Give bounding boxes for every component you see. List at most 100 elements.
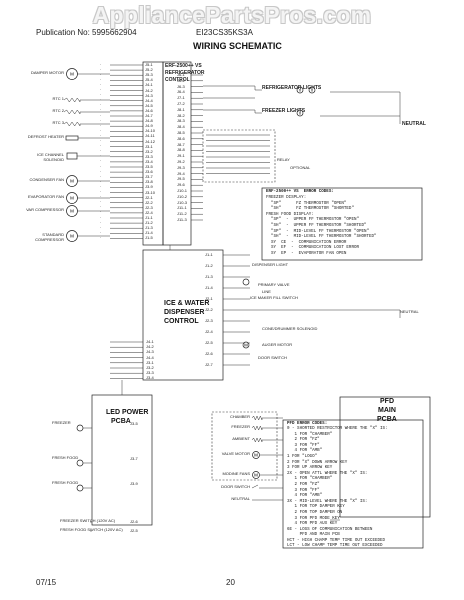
rc-right-pin: J8-4 [177, 124, 185, 130]
neutral-label: NEUTRAL [231, 496, 250, 501]
rc-right-pin: J9-6 [177, 182, 185, 188]
rc-board-control: CONTROL [165, 77, 190, 83]
rc-right-pin: J8-2 [177, 112, 185, 118]
rc-pin: J3-2 [145, 148, 153, 154]
pfd-board-line3: PCBA [377, 416, 397, 423]
led-board-line1: LED POWER [106, 409, 149, 416]
rc-pin: J1-4 [145, 230, 153, 236]
rc-pin: J5-3 [145, 72, 153, 78]
neutral-label: NEUTRAL [402, 121, 426, 127]
wire-tag: · [100, 138, 102, 143]
wire-tag: · [100, 61, 102, 67]
damper-motor-symbol [66, 68, 78, 80]
rc-right-pin: J9-1 [177, 153, 185, 159]
wire-tag: · [100, 189, 102, 194]
rc-pin: J3-10 [145, 189, 156, 195]
wire-tag: · [100, 219, 102, 225]
primary-valve-icon [242, 278, 250, 286]
error-code-line: "SH" - MID-LEVEL FF THERMOSTOR "SHORTED" [266, 235, 377, 240]
standard-compressor-symbol-symbol: M [70, 234, 74, 239]
iw-right-pin: J2-3 [205, 318, 213, 323]
error-code-line: FREEZER DISPLAY: [266, 196, 307, 200]
error-code-line: "SP" - MID-LEVEL FF THERMOSTOR "OPEN" [266, 229, 370, 234]
iw-right-pin: J1-2 [205, 263, 213, 268]
valve-motor-symbol [252, 451, 260, 459]
error-code-box [261, 187, 423, 261]
rc-pin: J4-12 [145, 138, 156, 144]
door-switch-label: DOOR SWITCH [221, 484, 250, 489]
led-input-label: FRESH FOOD SWITCH (120V AC) [60, 527, 123, 532]
pfd-error-line: 6E - LOSS OF COMMUNICATION BETWEEN [287, 527, 373, 532]
door-switch-label: DOOR SWITCH [258, 355, 287, 360]
error-code-line: "SH" - UPPER FF THERMOSTOR "SHORTED" [266, 223, 367, 228]
rc-pin: J4-9 [145, 123, 153, 129]
ambient-symbol [251, 437, 263, 443]
iw-left-pin: J3-1 [146, 359, 154, 365]
pfd-error-line: PFD AND MAIN PCB [287, 533, 340, 538]
light-bulb-icon [308, 86, 316, 94]
wire-tag: · [100, 194, 102, 200]
auger-motor-label: AUGER MOTOR [262, 342, 293, 347]
rc-pin: J2-3 [145, 204, 153, 210]
dispenser-light-label: DISPENSER LIGHT [252, 262, 289, 267]
iw-left-pin: J3-2 [146, 365, 154, 370]
rc-right-pin: J10-2 [177, 193, 188, 199]
pfd-error-box [282, 419, 424, 549]
error-codes-list: FREEZER DISPLAY: "SP" FZ THERMOSTOR "OPE… [266, 196, 377, 258]
wire-tag: · [100, 66, 102, 72]
wire-tag: · [100, 204, 102, 210]
led-input-label: FREEZER [52, 420, 71, 425]
chamber-label: CHAMBER [229, 414, 250, 419]
iw-right-pin: J1-4 [205, 285, 213, 290]
rc-pin: J3-5 [145, 164, 153, 169]
rc-pin: J5-2 [145, 67, 153, 73]
damper-motor-symbol-symbol: M [70, 72, 74, 77]
led-connector-icon [76, 484, 84, 492]
wire-tag: · [100, 81, 102, 87]
auger-motor-icon-symbol: M [244, 343, 248, 348]
wire-tag: · [100, 158, 102, 164]
iw-left-pin: J4-4 [146, 354, 154, 360]
rc-board-model: ERF-2500++ VS [165, 63, 202, 69]
rtc-2-label: RTC 2 [52, 108, 64, 113]
damper-motor-label: DAMPER MOTOR [30, 70, 64, 75]
rc-pin: J4-6 [145, 107, 153, 113]
light-bulb-icon [296, 109, 304, 117]
rc-right-pin: J8-3 [177, 118, 185, 124]
pfd-error-line: 2X - OPEN ATTL WHERE THE "X" IS: [287, 471, 368, 476]
wire-tag: · [100, 148, 102, 154]
light-bulb-icon-symbol: x [299, 111, 302, 116]
iw-board-line1: ICE & WATER [164, 300, 210, 307]
rc-pin: J4-1 [145, 82, 153, 88]
footer-page: 20 [226, 578, 235, 587]
pfd-error-line: 2 FOR "FZ" [287, 438, 320, 443]
pfd-error-line: 3 FOR UP ARROW KEY [287, 466, 333, 471]
freezer-label: FREEZER [231, 424, 250, 429]
rc-right-pin: J11-1 [177, 205, 187, 211]
wire-tag: · [100, 127, 102, 133]
rc-pin: J2-1 [145, 194, 153, 200]
rc-pin: J1-5 [145, 235, 153, 241]
rc-pin: J5-4 [145, 77, 153, 83]
error-code-line: SY EF - COMMUNICATION LOST ERROR [266, 246, 359, 251]
iw-board-line2: DISPENSER [164, 309, 205, 316]
page-title: WIRING SCHEMATIC [193, 41, 282, 51]
wire-tag: · [100, 163, 102, 169]
iw-left-pin: J4-3 [146, 349, 154, 355]
rc-right-pin: J8-1 [177, 106, 185, 112]
error-code-line: "SH" FZ THERMOSTOR "SHORTED" [266, 207, 354, 212]
pfd-error-heading: PFD ERROR CODES: [287, 422, 328, 426]
rc-right-pin: J9-3 [177, 164, 185, 170]
led-connector-icon [76, 459, 84, 467]
wire-tag: · [100, 224, 102, 230]
rc-right-pin: J11-3 [177, 217, 187, 222]
evaporator-fan-label: EVAPORATOR FAN [27, 194, 64, 199]
iw-right-pin: J2-6 [205, 351, 213, 356]
wire-tag: · [100, 168, 102, 174]
chamber-symbol [251, 415, 263, 421]
rc-right-pin: J9-5 [177, 176, 185, 182]
rc-right-pin: J7-2 [177, 101, 185, 106]
wire-tag: · [100, 92, 102, 98]
pfd-error-line: 4 FOR "AMB" [287, 449, 323, 454]
